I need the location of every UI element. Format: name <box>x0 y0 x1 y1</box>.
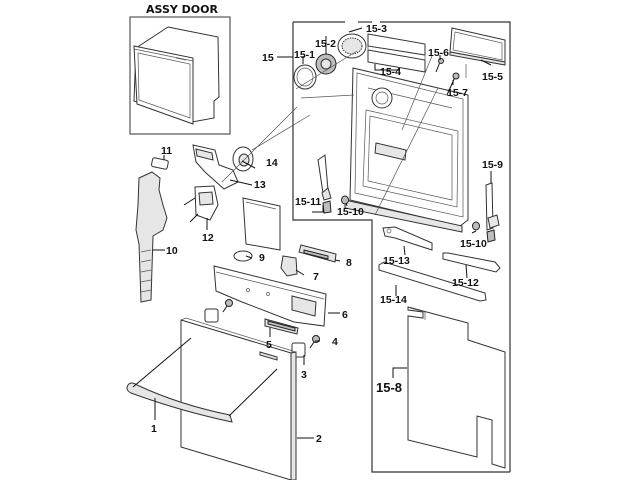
part-10-hose <box>135 171 168 303</box>
callout-11: 11 <box>161 145 172 157</box>
part-12-actuator <box>183 185 219 223</box>
callout-14: 14 <box>266 157 278 169</box>
assembled-dishwasher-inset <box>129 16 231 135</box>
part-11-gasket <box>151 157 169 170</box>
part-15-4-bracket <box>367 33 426 73</box>
callout-15-3: 15-3 <box>366 23 387 35</box>
part-7-switch <box>280 255 298 277</box>
part-15-5-dispenser <box>449 27 506 66</box>
callout-9: 9 <box>259 252 265 264</box>
part-6-control-panel <box>213 265 327 327</box>
callout-8: 8 <box>346 257 352 269</box>
diagram-title: ASSY DOOR <box>146 3 218 16</box>
part-4-screw <box>222 299 320 349</box>
callout-15: 15 <box>262 52 274 64</box>
part-8-button-strip <box>298 244 337 263</box>
part-15-14-strip <box>378 261 487 302</box>
callout-15-5: 15-5 <box>482 71 503 83</box>
callout-15-10-left: 15-10 <box>337 206 364 218</box>
callout-15-6: 15-6 <box>428 47 449 59</box>
inner-door-frame <box>292 21 511 473</box>
part-15-2-cap <box>315 53 337 75</box>
callout-15-4: 15-4 <box>380 66 401 78</box>
part-9-oring <box>233 250 253 262</box>
part-15-7-screw <box>446 72 460 96</box>
assembly-guide-lines <box>221 50 467 216</box>
part-1-handle <box>126 337 278 423</box>
part-14-gear <box>232 146 254 172</box>
part-15-3-disk <box>337 33 367 59</box>
part-control-board <box>242 197 281 251</box>
callout-1: 1 <box>151 423 157 435</box>
callout-7: 7 <box>313 271 319 283</box>
callout-4: 4 <box>332 336 338 348</box>
callout-5: 5 <box>266 339 272 351</box>
part-15-1-ring <box>293 64 317 90</box>
callout-leaders <box>153 27 492 439</box>
callout-15-14: 15-14 <box>380 294 407 306</box>
callout-15-2: 15-2 <box>315 38 336 50</box>
part-15-13-arm <box>382 226 433 251</box>
callout-3: 3 <box>301 369 307 381</box>
callout-15-7: 15-7 <box>447 87 468 99</box>
callout-15-12: 15-12 <box>452 277 479 289</box>
callout-15-11: 15-11 <box>295 196 321 208</box>
callout-15-13: 15-13 <box>383 255 410 267</box>
callout-2: 2 <box>316 433 322 445</box>
part-15-8-insulation <box>407 306 506 469</box>
callout-6: 6 <box>342 309 348 321</box>
callout-15-9: 15-9 <box>482 159 503 171</box>
callout-12: 12 <box>202 232 214 244</box>
callout-15-10-right: 15-10 <box>460 238 487 250</box>
part-13-bracket <box>192 144 239 190</box>
part-2-outer-door-panel <box>180 317 297 480</box>
callout-15-1: 15-1 <box>294 49 315 61</box>
part-15-11-hinge-left <box>317 154 332 214</box>
part-5-bezel <box>264 318 299 335</box>
part-3-bracket-left <box>204 308 219 323</box>
part-15-12-arm <box>442 252 501 273</box>
callout-10: 10 <box>166 245 178 257</box>
callout-15-8: 15-8 <box>376 380 402 395</box>
part-15-6-screw <box>435 58 444 73</box>
part-15-10-bushing-right <box>472 221 480 231</box>
callout-13: 13 <box>254 179 266 191</box>
part-15-10-bushing-left <box>341 195 349 205</box>
part-15-9-hinge-right <box>485 182 500 243</box>
